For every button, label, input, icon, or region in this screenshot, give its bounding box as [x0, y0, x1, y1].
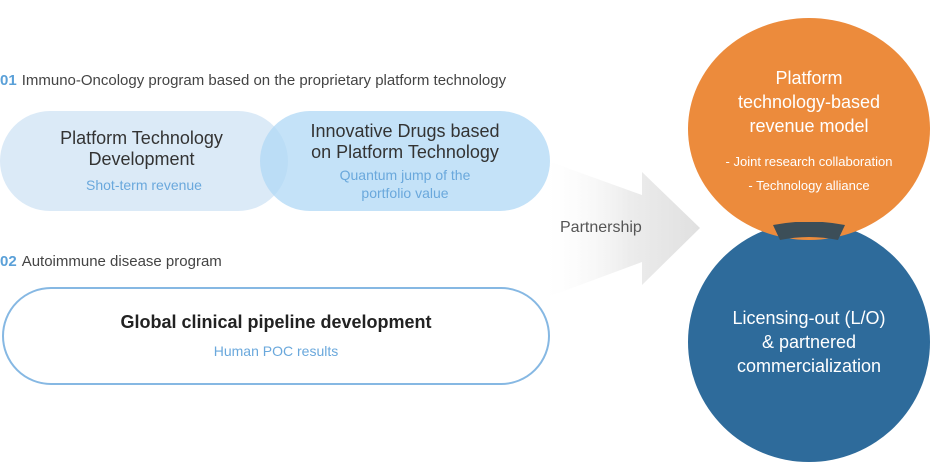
revenue-model-circle: Platform technology-based revenue model … [688, 18, 930, 240]
licensing-circle: Licensing-out (L/O) & partnered commerci… [688, 222, 930, 462]
program-02-number: 02 [0, 253, 17, 270]
circle-overlap [773, 222, 845, 240]
clinical-pipeline-subtitle: Human POC results [213, 343, 339, 359]
clinical-pipeline-title: Global clinical pipeline development [120, 312, 432, 332]
platform-development-subtitle: Shot-term revenue [86, 177, 202, 193]
revenue-model-bullet: - Joint research collaboration [725, 154, 893, 169]
clinical-pipeline-pill: Global clinical pipeline development Hum… [2, 287, 550, 385]
program-02-title: Autoimmune disease program [21, 253, 222, 270]
partnership-label: Partnership [560, 219, 642, 236]
innovative-drugs-pill: Innovative Drugs based on Platform Techn… [260, 111, 550, 211]
innovative-drugs-subtitle: Quantum jump of the portfolio value [339, 166, 471, 201]
revenue-model-title: Platform technology-based revenue model [737, 68, 881, 136]
licensing-title: Licensing-out (L/O) & partnered commerci… [732, 308, 886, 376]
platform-development-pill: Platform Technology Development Shot-ter… [0, 111, 288, 211]
program-01-title: Immuno-Oncology program based on the pro… [21, 72, 507, 89]
innovative-drugs-title: Innovative Drugs based on Platform Techn… [310, 120, 500, 162]
platform-development-title: Platform Technology Development [60, 128, 223, 169]
revenue-model-bullet: - Technology alliance [748, 178, 870, 193]
program-01-number: 01 [0, 72, 17, 89]
